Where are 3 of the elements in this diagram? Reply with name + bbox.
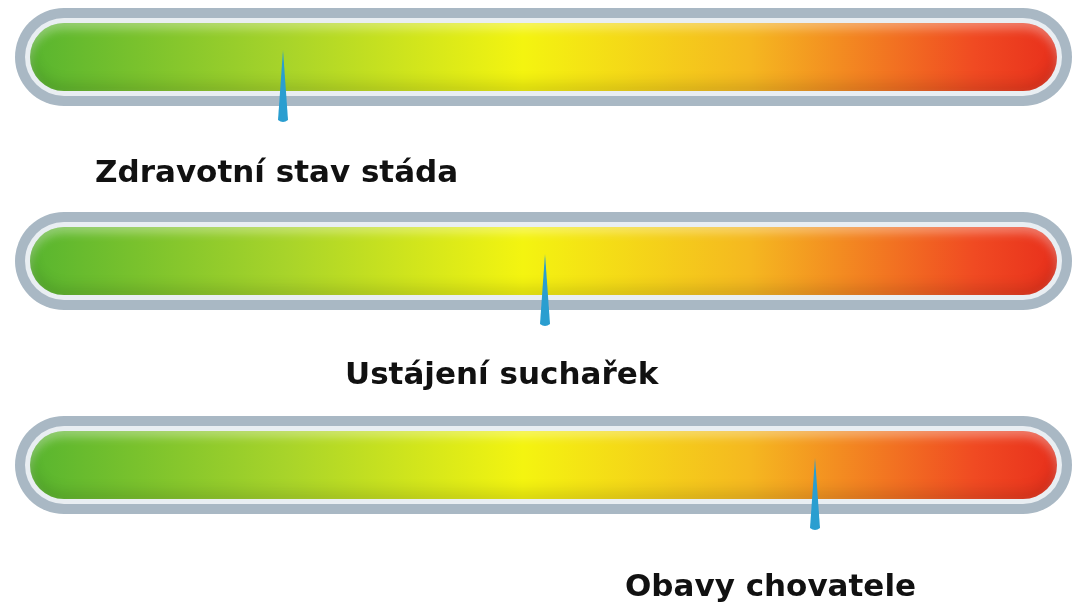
gauge-label: Zdravotní stav stáda: [95, 152, 459, 191]
gauge-label: Obavy chovatele: [625, 566, 917, 605]
gauge-label: Ustájení suchařek: [345, 354, 659, 393]
